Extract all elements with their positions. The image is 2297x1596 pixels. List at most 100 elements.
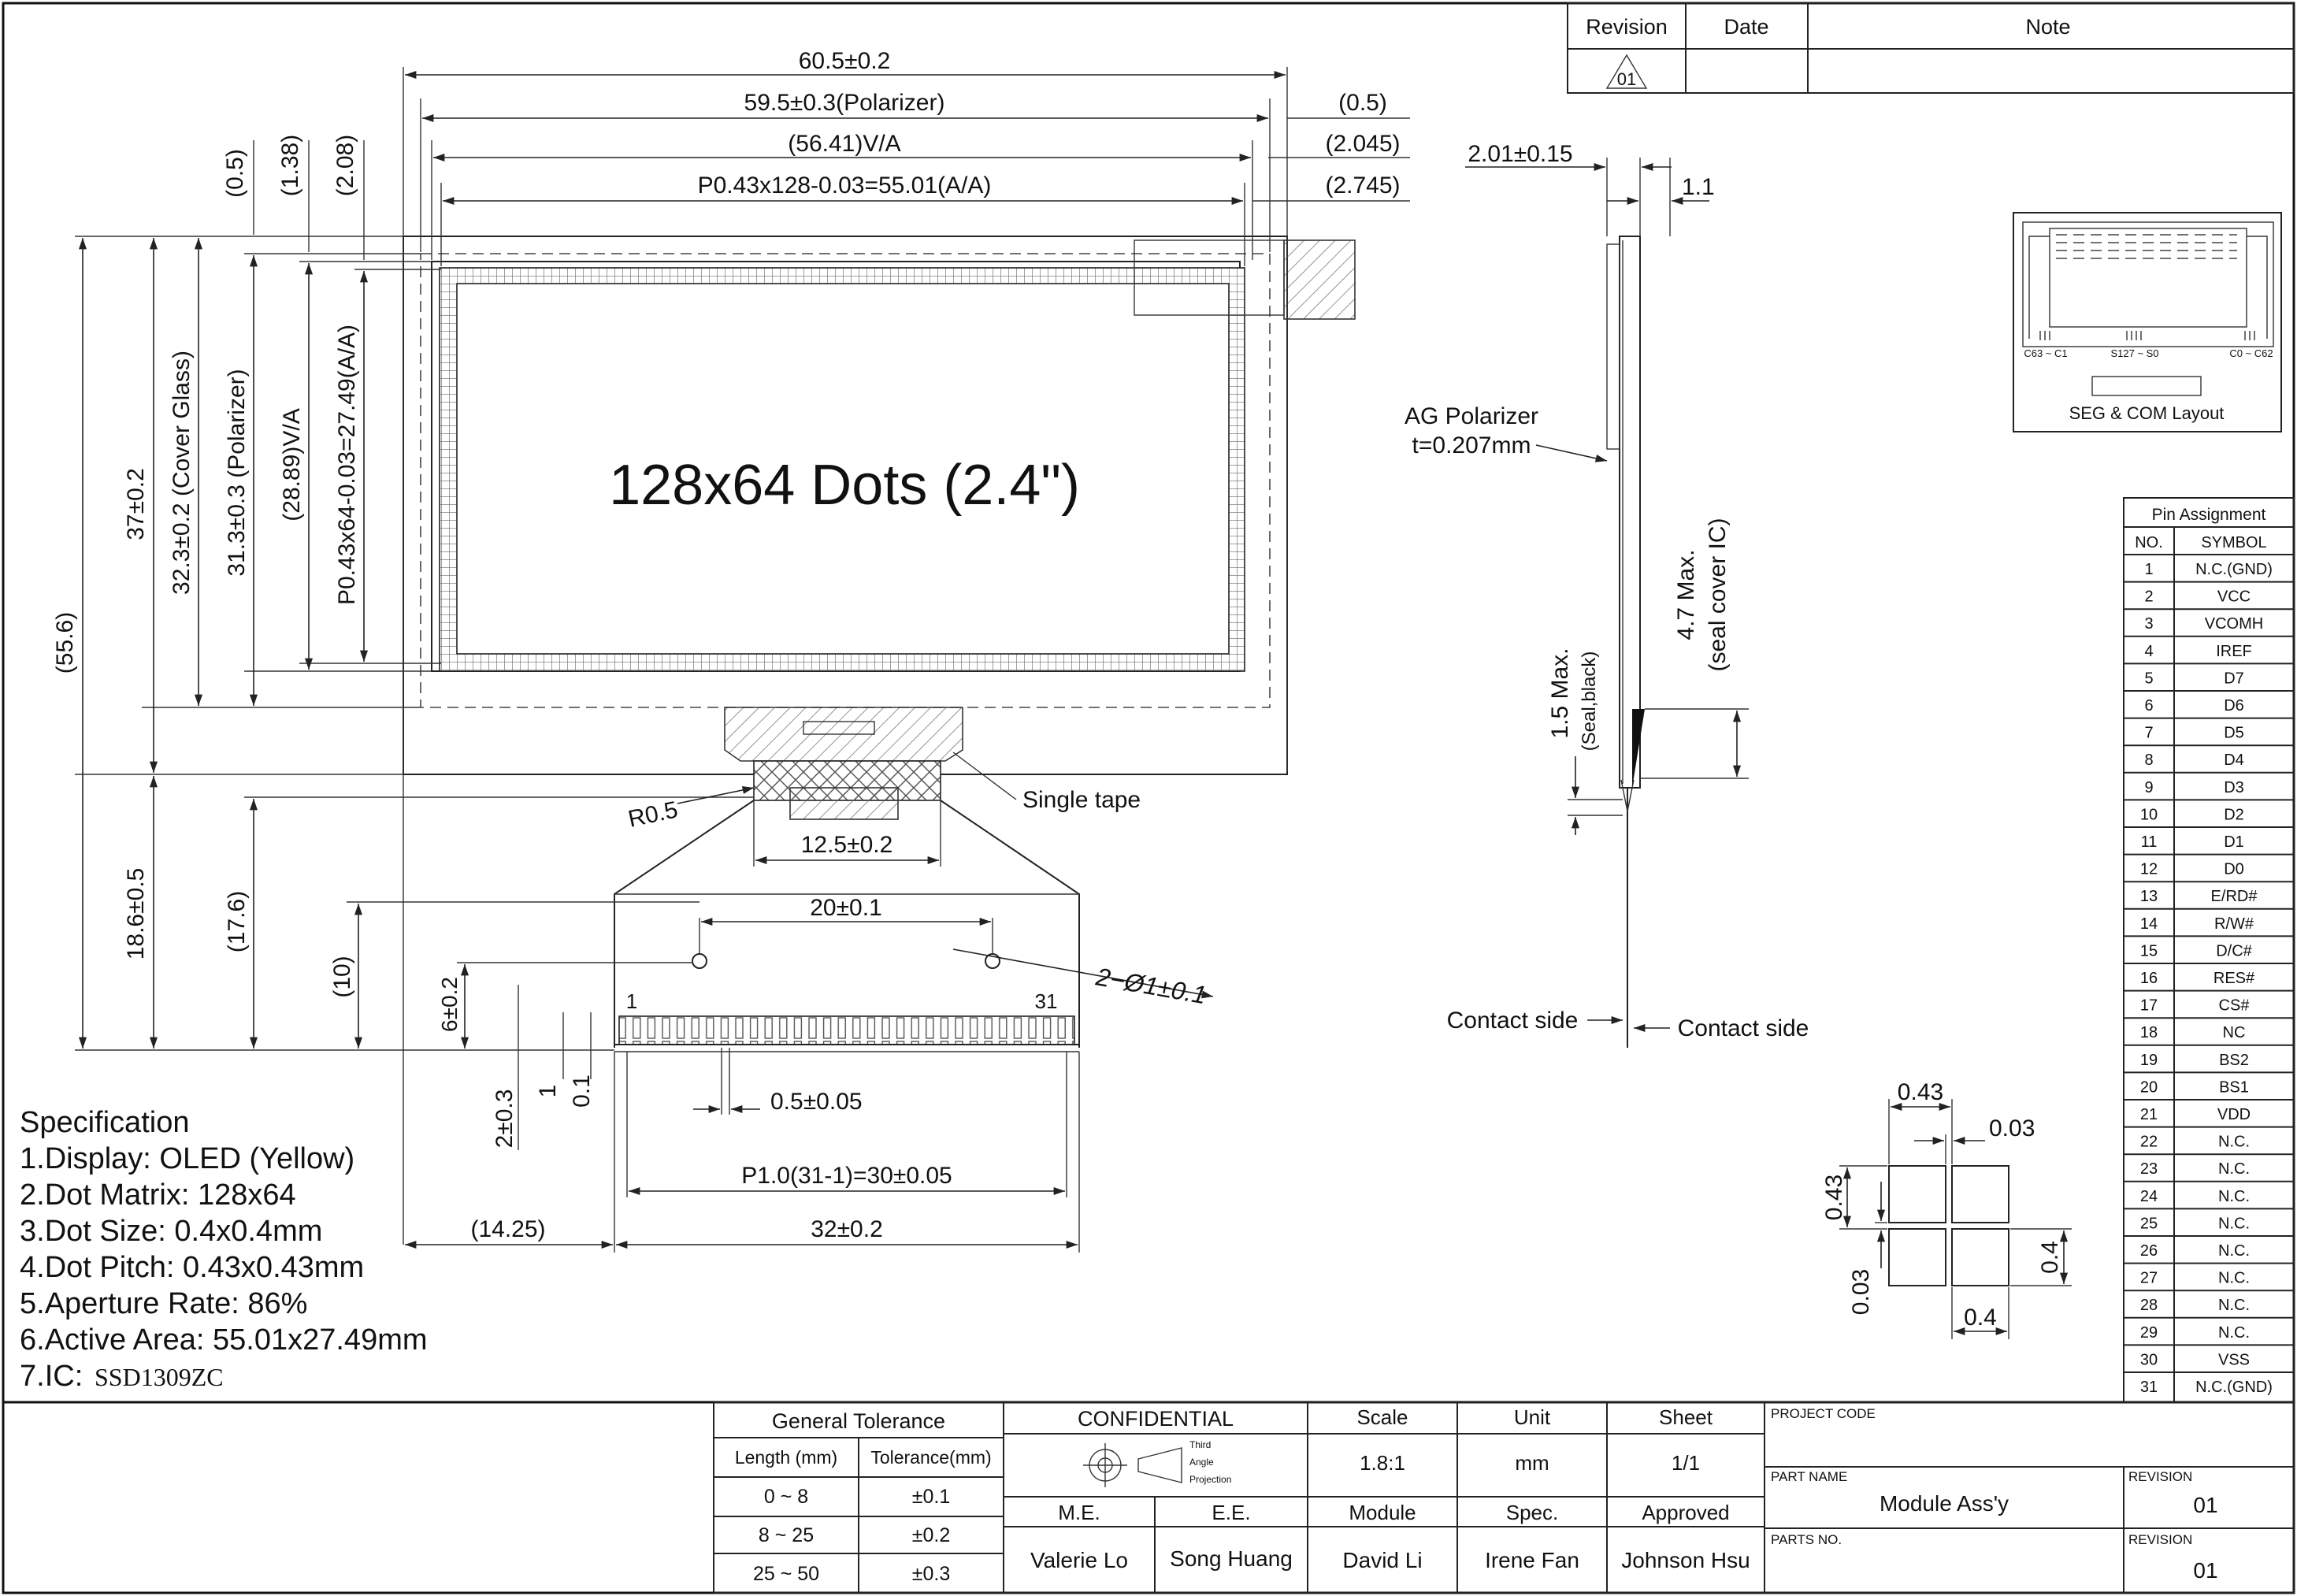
dim-left-138: (1.38) <box>277 135 303 196</box>
panel-label: 128x64 Dots (2.4") <box>609 454 1080 517</box>
revision-value-2: 01 <box>2193 1558 2217 1583</box>
parts-no-label: PARTS NO. <box>1771 1532 1842 1547</box>
side-view: 2.01±0.15 1.1 AG Polarizer t=0.207mm 4.7… <box>1405 141 1809 1048</box>
pin-symbol: D/C# <box>2216 942 2252 959</box>
side-polarizer <box>1606 243 1620 450</box>
ee-label: E.E. <box>1212 1501 1250 1524</box>
pin-symbol: BS2 <box>2219 1052 2249 1069</box>
label-seal-2: (Seal,black) <box>1579 651 1600 752</box>
confidential-label: CONFIDENTIAL <box>1078 1407 1234 1431</box>
tol-value-2: ±0.2 <box>912 1524 950 1546</box>
tol-range-2: 8 ~ 25 <box>759 1524 814 1546</box>
dim-width-125: 12.5±0.2 <box>801 832 893 858</box>
pin-number: 11 <box>2141 833 2158 851</box>
pin-number: 19 <box>2140 1052 2158 1069</box>
pin-symbol: VCC <box>2217 588 2251 606</box>
pin-symbol: N.C. <box>2218 1160 2250 1178</box>
pin-number: 28 <box>2140 1297 2158 1314</box>
side-seal <box>1632 709 1645 788</box>
dim-left-208: (2.08) <box>332 135 358 196</box>
front-dimensions: 60.5±0.2 59.5±0.3(Polarizer) (56.41)V/A … <box>52 48 1410 1253</box>
projection-label-3: Projection <box>1189 1474 1231 1485</box>
dot-2 <box>1951 1165 2009 1223</box>
pin-number: 21 <box>2140 1106 2158 1123</box>
scale-value: 1.8:1 <box>1360 1451 1405 1475</box>
spec-name: Irene Fan <box>1485 1548 1579 1572</box>
projection-label-2: Angle <box>1189 1457 1214 1468</box>
tol-value-3: ±0.3 <box>912 1563 950 1585</box>
unit-value: mm <box>1515 1451 1549 1475</box>
dim-fpc-width: 32±0.2 <box>811 1216 883 1242</box>
pin-symbol: N.C. <box>2218 1270 2250 1287</box>
part-name-label: PART NAME <box>1771 1469 1847 1484</box>
pin-symbol: RES# <box>2214 970 2255 987</box>
dim-fpc-2: 2±0.3 <box>492 1089 518 1149</box>
pin-symbol: D6 <box>2224 697 2244 714</box>
pin-number: 16 <box>2140 970 2158 987</box>
dot-size-bottom: 0.4 <box>1964 1305 1997 1331</box>
pin-number: 13 <box>2140 888 2158 905</box>
dim-fpc-10: (10) <box>329 956 355 997</box>
pin-number: 9 <box>2144 779 2153 796</box>
active-area-inner <box>456 283 1230 655</box>
dim-offset-2745: (2.745) <box>1325 173 1400 199</box>
dot-size-right: 0.4 <box>2037 1241 2063 1274</box>
pin-symbol: D3 <box>2224 779 2244 796</box>
dim-thickness: 2.01±0.15 <box>1468 141 1572 167</box>
pin-first-label: 1 <box>626 989 637 1013</box>
dim-cover-glass: 32.3±0.2 (Cover Glass) <box>169 351 195 595</box>
pin-number: 24 <box>2140 1188 2158 1205</box>
dim-pin-pitch: P1.0(31-1)=30±0.05 <box>741 1163 952 1189</box>
revision-triangle-icon <box>1605 54 1648 89</box>
pin-symbol: D0 <box>2224 861 2244 878</box>
scale-label: Scale <box>1356 1405 1408 1429</box>
project-code-label: PROJECT CODE <box>1771 1406 1876 1421</box>
pin-symbol: BS1 <box>2219 1078 2249 1096</box>
pin-number: 26 <box>2140 1242 2158 1260</box>
pin-number: 31 <box>2140 1379 2158 1396</box>
dim-left-1425: (14.25) <box>470 1216 545 1242</box>
projection-cone-icon <box>1137 1447 1182 1483</box>
spec-item-1: 1.Display: OLED (Yellow) <box>20 1142 354 1175</box>
revision-value: 01 <box>1617 69 1636 89</box>
pin-number: 29 <box>2140 1324 2158 1342</box>
dot-3 <box>1888 1228 1946 1286</box>
pin-number: 2 <box>2144 588 2153 606</box>
side-glass <box>1619 236 1641 789</box>
spec-label: Spec. <box>1506 1501 1559 1524</box>
dim-aa-height: P0.43x64-0.03=27.49(A/A) <box>334 325 360 605</box>
ee-name: Song Huang <box>1170 1546 1293 1571</box>
tol-value-1: ±0.1 <box>912 1486 950 1508</box>
label-ag-polarizer-2: t=0.207mm <box>1412 432 1531 458</box>
dim-overall-width: 60.5±0.2 <box>799 48 891 74</box>
pin-symbol: N.C. <box>2218 1242 2250 1260</box>
dim-fpc-1: 1 <box>535 1085 561 1098</box>
approved-label: Approved <box>1642 1501 1729 1524</box>
pin-number: 20 <box>2140 1078 2158 1096</box>
seg-com-mid: S127 ~ S0 <box>2110 347 2158 359</box>
label-contact-left: Contact side <box>1447 1008 1579 1034</box>
pin-symbol: D5 <box>2224 725 2244 742</box>
spec-item-4: 4.Dot Pitch: 0.43x0.43mm <box>20 1251 364 1284</box>
polarizer-outline <box>420 253 1271 708</box>
dot-1 <box>1888 1165 1946 1223</box>
dim-height-37: 37±0.2 <box>123 468 149 540</box>
revision-header: Revision <box>1586 15 1668 39</box>
label-single-tape: Single tape <box>1022 787 1141 813</box>
seg-com-caption: SEG & COM Layout <box>2069 403 2225 423</box>
pin-symbol: N.C.(GND) <box>2195 1379 2273 1396</box>
part-name-value: Module Ass'y <box>1880 1491 2009 1516</box>
pin-number: 12 <box>2140 861 2158 878</box>
pin-number: 10 <box>2140 806 2158 823</box>
spec-item-3: 3.Dot Size: 0.4x0.4mm <box>20 1215 322 1248</box>
fpc-hole-left <box>692 953 707 969</box>
pin-number: 4 <box>2144 643 2153 660</box>
pin-number: 27 <box>2140 1270 2158 1287</box>
me-label: M.E. <box>1058 1501 1100 1524</box>
pin-number: 14 <box>2140 915 2158 933</box>
label-contact-right: Contact side <box>1678 1015 1809 1041</box>
dim-total-height: (55.6) <box>52 612 78 674</box>
label-ag-polarizer-1: AG Polarizer <box>1405 403 1538 429</box>
dot-gap-left: 0.03 <box>1848 1269 1874 1315</box>
